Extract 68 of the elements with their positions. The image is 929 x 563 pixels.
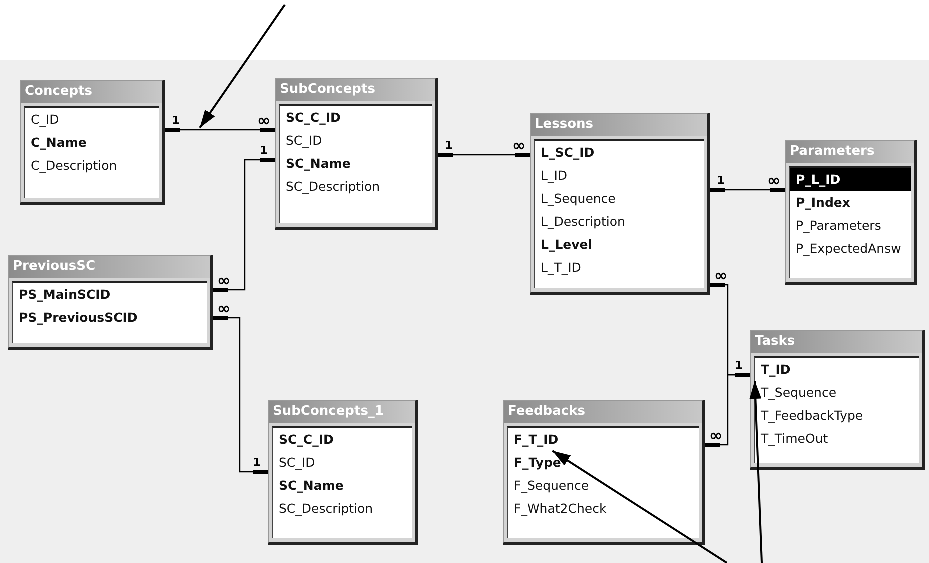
cardinality-label: 1 [172,115,180,127]
field-name: P_Parameters [790,214,884,237]
table-card [20,80,165,205]
field-name: SC_C_ID [273,428,337,451]
cardinality-label: ∞ [217,275,231,287]
cardinality-label: 1 [717,175,725,187]
table-title: PreviousSC [9,256,210,278]
cardinality-label: 1 [253,457,261,469]
field-name: L_Level [535,233,596,256]
table-card [275,78,438,230]
table-card [503,400,705,545]
table-card [8,255,213,350]
field-name: L_T_ID [535,256,584,279]
cardinality-label: ∞ [512,140,526,152]
table-title: Concepts [21,81,162,103]
field-name: F_T_ID [508,428,562,451]
field-name: SC_ID [273,451,318,474]
field-name: L_Description [535,210,628,233]
cardinality-label: 1 [260,145,268,157]
field-name: T_ID [755,358,794,381]
field-name: T_Sequence [755,381,840,404]
field-name: C_ID [25,108,62,131]
table-title: Parameters [786,141,914,163]
field-name: T_FeedbackType [755,404,866,427]
table-title: Tasks [751,331,922,353]
cardinality-label: ∞ [709,430,723,442]
field-name: PS_PreviousSCID [13,306,141,329]
relationship-line [438,153,530,157]
field-name: SC_Description [280,175,384,198]
field-name: P_ExpectedAnsw [790,237,904,260]
relationship-line [213,316,268,474]
field-name: SC_C_ID [280,106,344,129]
field-name: F_What2Check [508,497,610,520]
cardinality-label: ∞ [714,270,728,282]
table-title: SubConcepts_1 [269,401,415,423]
table-card [750,330,925,470]
relationship-line [710,188,785,192]
field-name: C_Description [25,154,120,177]
field-name: P_Index [790,191,854,214]
field-name: SC_Name [280,152,354,175]
field-name: L_Sequence [535,187,619,210]
relationship-line [165,128,275,132]
annotation-arrow [552,450,728,563]
table-title: Lessons [531,114,707,136]
cardinality-label: ∞ [257,115,271,127]
field-name: L_SC_ID [535,141,598,164]
field-name: T_TimeOut [755,427,832,450]
table-card [268,400,418,545]
field-name: L_ID [535,164,571,187]
table-card [785,140,917,285]
field-name: PS_MainSCID [13,283,114,306]
cardinality-label: ∞ [767,175,781,187]
table-card [530,113,710,295]
field-name: C_Name [25,131,90,154]
table-title: SubConcepts [276,79,435,101]
field-name: SC_ID [280,129,326,152]
selected-field: P_L_ID [790,168,911,191]
field-name: SC_Name [273,474,347,497]
cardinality-label: 1 [735,360,743,372]
field-name: SC_Description [273,497,376,520]
table-title: Feedbacks [504,401,702,423]
relationship-line [705,373,750,447]
field-name: F_Type [508,451,564,474]
cardinality-label: 1 [445,140,453,152]
relationship-line [213,158,275,292]
field-name: F_Sequence [508,474,592,497]
annotation-arrow [750,380,763,563]
cardinality-label: ∞ [217,303,231,315]
